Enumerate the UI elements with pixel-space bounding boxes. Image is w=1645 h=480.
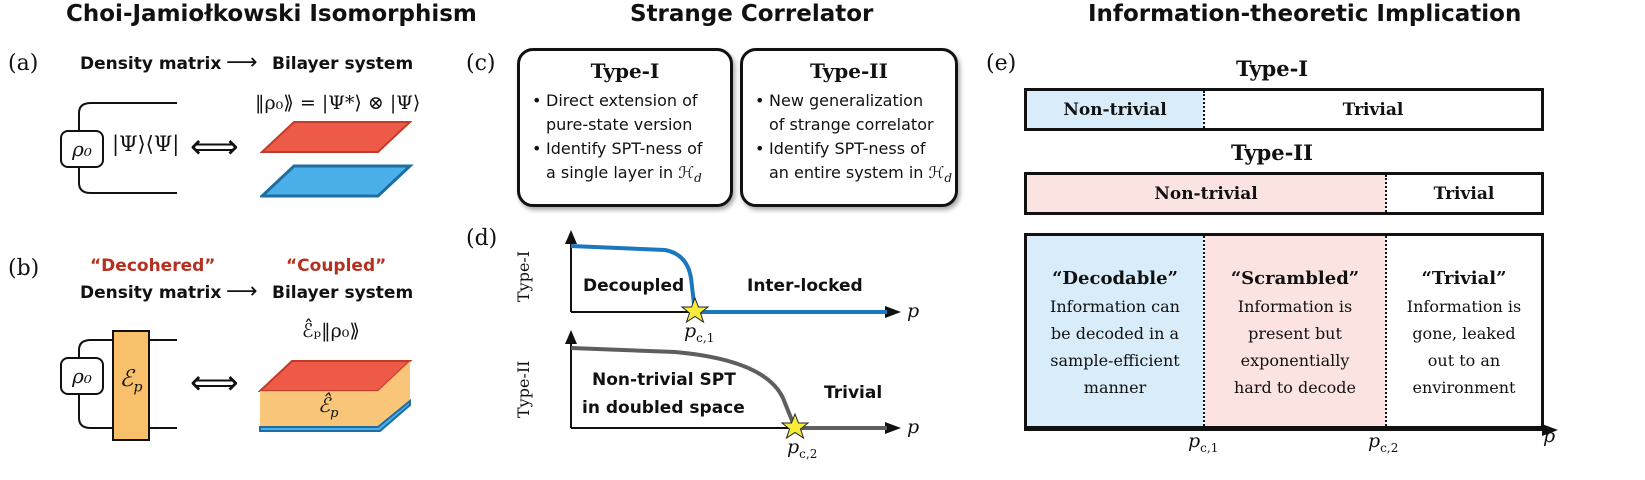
d-top-x-arrowhead — [885, 306, 901, 318]
e-type2-nontrivial: Non-trivial — [1027, 175, 1385, 212]
e-type1-divider — [1203, 91, 1205, 128]
a-bottom-layer-blue — [260, 164, 414, 198]
e-type2-divider — [1385, 175, 1387, 212]
header-right: Information-theoretic Implication — [1088, 1, 1522, 27]
b-equation: ℰ̂ₚ‖ρ₀⟫ — [302, 320, 360, 342]
e-type1-bar: Non-trivial Trivial — [1024, 88, 1544, 131]
header-left: Choi-Jamiołkowski Isomorphism — [66, 1, 477, 27]
d-bottom-curve — [570, 346, 887, 430]
d-bottom-critical-label: pc,2 — [787, 436, 818, 461]
e-info-divider-1 — [1203, 236, 1205, 426]
panel-label-b: (b) — [8, 256, 40, 281]
b-channel-symbol: ℰ — [119, 366, 134, 392]
b-layer-label: ℰ̂p — [318, 393, 338, 421]
d-bottom-x-label: p — [907, 416, 920, 438]
e-p-axis — [1024, 424, 1558, 436]
a-ket-bra: |Ψ⟩⟨Ψ| — [112, 132, 180, 156]
d-bottom-x-arrowhead — [885, 422, 901, 434]
b-bottom-layer-blue — [259, 398, 411, 432]
b-decohered-label: “Decohered” — [90, 256, 216, 276]
e-type1-title: Type-I — [1236, 56, 1309, 81]
e-col-scrambled-title: “Scrambled” — [1230, 268, 1360, 289]
a-rho-box: ρ₀ — [60, 130, 104, 168]
b-circuit-lines — [78, 339, 177, 429]
c-type1-bullet: Identify SPT-ness ofa single layer in ℋd — [532, 137, 730, 190]
b-middle-layer-orange — [260, 361, 410, 427]
e-info-divider-2 — [1385, 236, 1387, 426]
e-col-trivial-title: “Trivial” — [1421, 268, 1507, 289]
b-coupled-label: “Coupled” — [286, 256, 387, 276]
d-bottom-critical-star — [780, 412, 810, 440]
a-equation: ‖ρ₀⟫ = |Ψ*⟩ ⊗ |Ψ⟩ — [255, 92, 421, 114]
d-bottom-ylabel: Type-II — [514, 360, 533, 418]
d-top-y-arrowhead — [565, 230, 577, 244]
a-arrow: ⟶ — [226, 50, 258, 75]
b-channel-box — [112, 330, 150, 441]
b-density-matrix-label: Density matrix — [80, 283, 222, 303]
c-type1-title: Type-I — [590, 59, 660, 83]
e-type2-title: Type-II — [1231, 140, 1313, 165]
a-bilayer-system-label: Bilayer system — [272, 54, 414, 74]
d-top-curve — [570, 244, 887, 314]
e-col-decodable-title: “Decodable” — [1052, 268, 1178, 289]
e-axis-end-label: p — [1543, 425, 1556, 447]
c-type2-title: Type-II — [809, 59, 889, 83]
a-circuit-lines — [78, 102, 177, 194]
b-iff-arrow: ⟺ — [190, 363, 239, 403]
a-bilayer-layers — [260, 121, 414, 198]
e-axis-pc2: pc,2 — [1368, 430, 1399, 455]
d-bottom-y-arrowhead — [565, 330, 577, 344]
e-type1-trivial: Trivial — [1342, 99, 1404, 120]
b-arrow: ⟶ — [226, 279, 258, 304]
b-coupled-layers — [258, 360, 413, 432]
b-layer-sub: p — [330, 406, 339, 421]
panel-label-d: (d) — [466, 226, 498, 251]
panel-label-a: (a) — [8, 51, 39, 76]
a-iff-arrow: ⟺ — [190, 127, 239, 167]
header-middle: Strange Correlator — [630, 1, 874, 27]
d-bottom-right-region: Trivial — [824, 383, 883, 403]
b-channel-label: ℰp — [114, 366, 148, 396]
e-type1-nontrivial: Non-trivial — [1027, 91, 1203, 128]
e-type2-trivial: Trivial — [1433, 183, 1495, 204]
d-bottom-left-region-2: in doubled space — [582, 398, 745, 418]
d-bottom-left-region-1: Non-trivial SPT — [592, 370, 736, 390]
b-channel-sub: p — [133, 379, 143, 396]
panel-label-e: (e) — [986, 51, 1017, 76]
e-axis-pc1: pc,1 — [1188, 430, 1219, 455]
b-layer-symbol: ℰ̂ — [318, 393, 331, 417]
d-top-critical-label: pc,1 — [684, 320, 715, 345]
d-top-critical-star — [680, 296, 710, 324]
a-density-matrix-label: Density matrix — [80, 54, 222, 74]
d-phase-diagrams — [565, 230, 901, 440]
d-top-left-region: Decoupled — [583, 276, 685, 296]
d-top-right-region: Inter-locked — [747, 276, 863, 296]
d-top-x-label: p — [907, 300, 920, 322]
a-top-layer-red — [260, 121, 413, 153]
panel-label-c: (c) — [466, 51, 496, 76]
b-bilayer-system-label: Bilayer system — [272, 283, 414, 303]
e-type2-bar: Non-trivial Trivial — [1024, 172, 1544, 215]
b-rho-box: ρ₀ — [60, 357, 104, 395]
d-top-ylabel: Type-I — [514, 250, 533, 302]
